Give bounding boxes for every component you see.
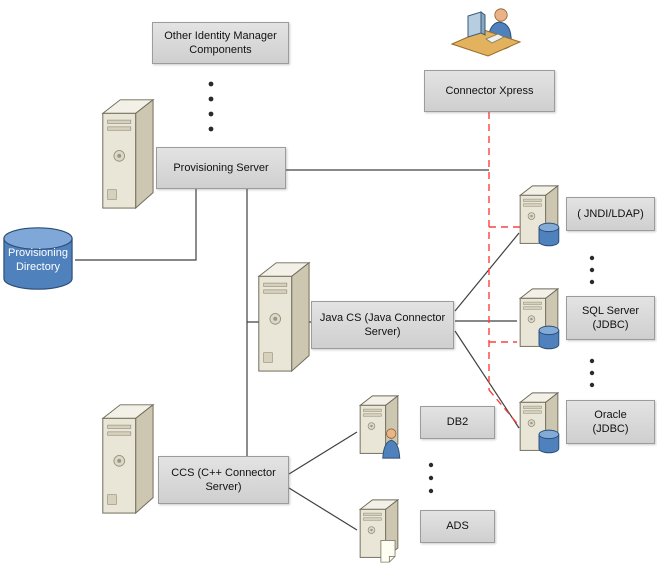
- oracle-database-server-icon: [517, 391, 561, 457]
- box-db2-label: DB2: [446, 416, 469, 429]
- box-provisioning-server: Provisioning Server: [156, 147, 286, 189]
- person-at-computer-icon: [451, 8, 521, 57]
- box-connector-xpress: Connector Xpress: [424, 70, 555, 112]
- box-other-identity-manager-components: Other Identity Manager Components: [152, 22, 289, 64]
- box-ccs-label: CCS (C++ Connector Server): [171, 466, 276, 493]
- box-connector-xpress-label: Connector Xpress: [445, 84, 534, 97]
- provisioning-server-tower-icon: [102, 99, 154, 209]
- java-cs-server-tower-icon: [258, 262, 310, 372]
- box-java-cs: Java CS (Java Connector Server): [311, 301, 454, 349]
- box-jndi-ldap-label: ( JNDI/LDAP): [577, 207, 644, 220]
- box-ccs: CCS (C++ Connector Server): [158, 456, 289, 504]
- box-other-identity-manager-components-label: Other Identity Manager Components: [164, 29, 277, 56]
- dashed-connectors: [488, 112, 522, 429]
- box-sql-server-jdbc-label: SQL Server (JDBC): [581, 304, 640, 331]
- sql-server-database-server-icon: [517, 287, 561, 353]
- box-provisioning-server-label: Provisioning Server: [173, 161, 269, 174]
- box-oracle-jdbc-label: Oracle (JDBC): [592, 408, 629, 435]
- box-sql-server-jdbc: SQL Server (JDBC): [566, 296, 655, 340]
- db2-user-server-icon: [357, 394, 401, 460]
- ccs-server-tower-icon: [102, 404, 154, 514]
- box-jndi-ldap: ( JNDI/LDAP): [566, 197, 655, 231]
- box-ads: ADS: [420, 510, 495, 543]
- provisioning-directory-cylinder-icon: [3, 227, 73, 290]
- box-db2: DB2: [420, 406, 495, 439]
- box-ads-label: ADS: [446, 520, 469, 533]
- ads-document-server-icon: [357, 498, 401, 564]
- box-java-cs-label: Java CS (Java Connector Server): [319, 311, 446, 338]
- box-oracle-jdbc: Oracle (JDBC): [566, 400, 655, 444]
- jndi-ldap-database-server-icon: [517, 184, 561, 250]
